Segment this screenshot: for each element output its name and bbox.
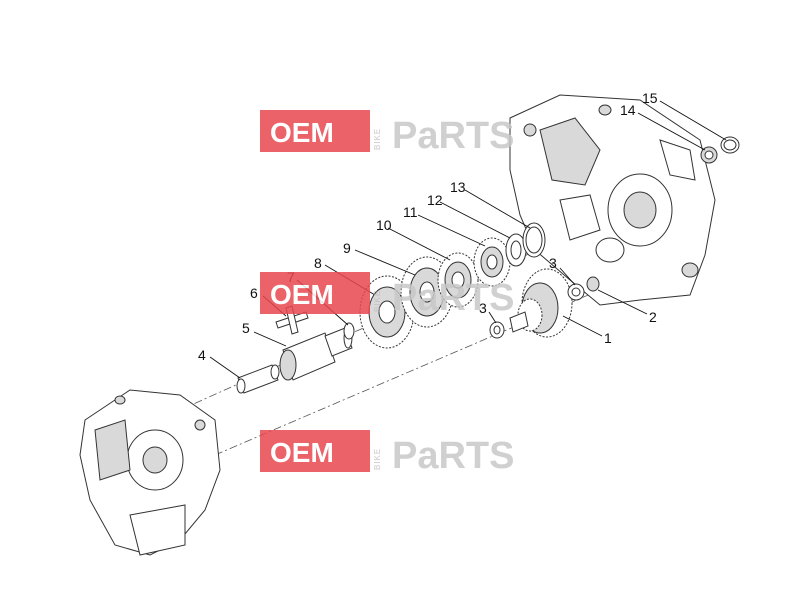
watermark-middle-bike: BIKE (373, 290, 382, 312)
callout-3-lower: 3 (479, 300, 487, 316)
watermark-top-bike: BIKE (373, 128, 382, 150)
watermark-top-parts: PaRTS (392, 115, 514, 157)
watermark-top: OEM BIKE PaRTS (260, 110, 514, 157)
watermark-bottom-oem: OEM (270, 437, 334, 468)
callout-4: 4 (198, 347, 206, 363)
watermark-middle-badge (260, 272, 370, 314)
callout-8: 8 (314, 255, 322, 271)
part-10-gear (437, 252, 479, 308)
right-crankcase-half (509, 94, 716, 306)
watermark-middle-oem: OEM (270, 279, 334, 310)
part-15-circlip (720, 136, 740, 154)
part-8-gear (359, 275, 415, 349)
watermark-bottom-bike: BIKE (373, 448, 382, 470)
part-1-gear-cluster (509, 268, 573, 338)
part-7-circlip (343, 322, 355, 340)
left-crankcase-half (79, 389, 221, 556)
part-3-washer-upper (567, 283, 585, 301)
callout-6: 6 (250, 285, 258, 301)
watermark-top-badge (260, 110, 370, 152)
watermark-bottom-badge (260, 430, 370, 472)
callout-13: 13 (450, 179, 466, 195)
callout-15: 15 (642, 90, 658, 106)
callout-10: 10 (376, 217, 392, 233)
part-2-bearing (586, 276, 600, 292)
watermark-middle: OEM BIKE PaRTS (260, 272, 514, 319)
part-14-oil-seal (700, 146, 718, 164)
callout-12: 12 (427, 192, 443, 208)
watermark-middle-parts: PaRTS (392, 277, 514, 319)
callout-9: 9 (343, 240, 351, 256)
callout-5: 5 (242, 320, 250, 336)
part-13-ring (522, 222, 546, 258)
callout-2: 2 (649, 309, 657, 325)
callout-11: 11 (403, 204, 418, 220)
part-4-shaft-pin (236, 364, 280, 394)
part-3-washer-lower (489, 321, 505, 339)
watermark-bottom-parts: PaRTS (392, 435, 514, 477)
part-12-washer (505, 233, 527, 267)
callout-14: 14 (620, 102, 636, 118)
part-11-gear (473, 237, 511, 287)
callout-3-upper: 3 (549, 255, 557, 271)
watermark-top-oem: OEM (270, 117, 334, 148)
watermark-bottom: OEM BIKE PaRTS (260, 430, 514, 477)
callout-1: 1 (604, 330, 612, 346)
part-5-camshaft (279, 327, 353, 381)
